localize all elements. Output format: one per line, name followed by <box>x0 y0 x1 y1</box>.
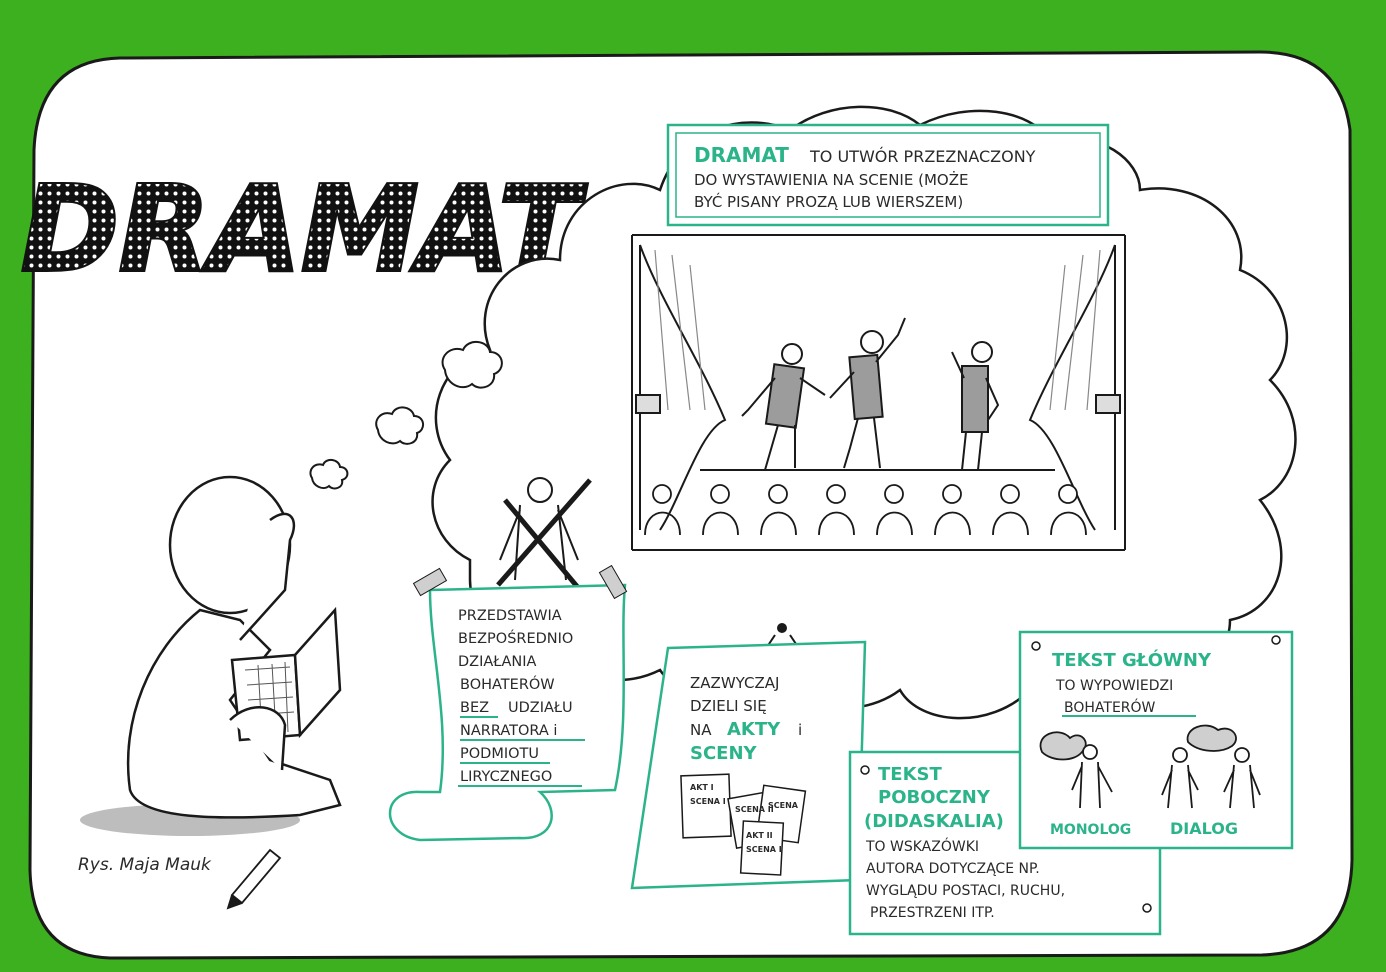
side-text-line4: PRZESTRZENI ITP. <box>870 905 995 921</box>
page2-title: SCENA II <box>735 805 774 814</box>
scroll-line7: PODMIOTU <box>460 746 539 762</box>
pencil-icon <box>226 848 282 910</box>
scroll-line3: DZIAŁANIA <box>458 654 536 670</box>
pin-icon <box>1142 903 1152 913</box>
thought-bubble-large <box>441 341 503 389</box>
audience-row <box>644 484 1087 536</box>
main-text-line1: TO WYPOWIEDZI <box>1055 678 1173 694</box>
scroll-line1: PRZEDSTAWIA <box>458 608 562 624</box>
side-text-title1: TEKST <box>878 764 942 785</box>
side-text-title3: (DIDASKALIA) <box>864 811 1004 832</box>
pin-icon <box>1271 635 1281 645</box>
acts-line3-prefix: NA <box>690 721 712 739</box>
audience <box>644 484 1087 536</box>
side-text-title2: POBOCZNY <box>878 787 991 808</box>
definition-line3: BYĆ PISANY PROZĄ LUB WIERSZEM) <box>694 192 963 211</box>
side-text-line2: AUTORA DOTYCZĄCE NP. <box>866 861 1040 877</box>
scroll-line2: BEZPOŚREDNIO <box>458 629 573 647</box>
signature-text: Rys. Maja Mauk <box>78 855 212 875</box>
scroll-card: PRZEDSTAWIA BEZPOŚREDNIO DZIAŁANIA BOHAT… <box>388 564 628 842</box>
main-text-title: TEKST GŁÓWNY <box>1052 649 1212 671</box>
dialog-label: DIALOG <box>1170 819 1238 838</box>
script-pages <box>680 773 807 876</box>
pin-icon <box>860 765 870 775</box>
acts-line2: DZIELI SIĘ <box>690 697 767 715</box>
definition-highlight: DRAMAT <box>694 143 789 167</box>
curtain-left <box>639 244 727 531</box>
signature: Rys. Maja Mauk <box>78 848 282 910</box>
page4-sub: SCENA I <box>746 845 782 854</box>
page1-title: AKT I <box>690 783 714 792</box>
definition-line1: TO UTWÓR PRZEZNACZONY <box>809 147 1036 166</box>
actors <box>741 317 1000 471</box>
acts-line3-suffix: i <box>798 721 802 739</box>
dialog-figures <box>1161 724 1261 809</box>
narrator-crossed-out <box>496 477 592 592</box>
scroll-line4: BOHATERÓW <box>460 675 555 693</box>
acts-highlight: AKTY <box>727 719 781 740</box>
reader-figure <box>80 475 342 836</box>
monolog-label: MONOLOG <box>1050 822 1131 838</box>
main-text-line2: BOHATERÓW <box>1064 698 1156 716</box>
scroll-line5-rest: UDZIAŁU <box>508 700 573 716</box>
scroll-line6: NARRATORA i <box>460 723 557 739</box>
page4-title: AKT II <box>746 831 773 840</box>
page-title: DRAMAT DRAMAT <box>19 158 590 300</box>
side-text-line1: TO WSKAZÓWKI <box>865 837 979 855</box>
actor-3 <box>951 341 1000 471</box>
page1-sub: SCENA I <box>690 797 726 806</box>
page3-title: SCENA <box>768 801 799 810</box>
thought-bubble-small <box>309 459 349 490</box>
title-dots: DRAMAT <box>21 160 588 298</box>
monolog-figure <box>1039 731 1113 809</box>
acts-card: ZAZWYCZAJ DZIELI SIĘ NA i AKTY SCENY AKT… <box>630 623 867 890</box>
definition-line2: DO WYSTAWIENIA NA SCENIE (MOŻE <box>694 170 968 189</box>
side-text-line3: WYGLĄDU POSTACI, RUCHU, <box>866 883 1065 899</box>
actor-1 <box>741 343 826 471</box>
title-text: DRAMAT <box>21 160 588 298</box>
pin-icon <box>1031 641 1041 651</box>
scroll-line5-word: BEZ <box>460 700 489 716</box>
thought-bubble-medium <box>375 406 424 445</box>
actor-2 <box>829 317 906 469</box>
definition-sign: DRAMAT TO UTWÓR PRZEZNACZONY DO WYSTAWIE… <box>666 123 1110 227</box>
main-text-card: TEKST GŁÓWNY TO WYPOWIEDZI BOHATERÓW MON… <box>1018 630 1294 850</box>
scenes-highlight: SCENY <box>690 743 758 764</box>
acts-line1: ZAZWYCZAJ <box>690 674 779 692</box>
scroll-line8: LIRYCZNEGO <box>460 769 552 785</box>
